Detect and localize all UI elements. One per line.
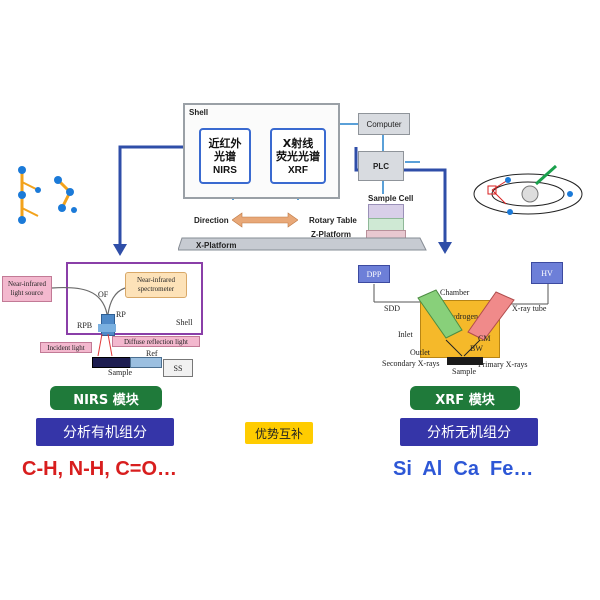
xrf-sample-label: Sample [452, 367, 476, 376]
sample-cell-label: Sample Cell [368, 194, 414, 203]
xrf-hv-label: HV [541, 268, 553, 278]
nirs-ref-label: Ref [146, 349, 158, 358]
nirs-shell-label: Shell [176, 318, 193, 327]
nirs-diffuse-box: Diffuse reflection light [112, 336, 200, 347]
complementary-label: 优势互补 [245, 422, 313, 444]
nirs-ref-plate [130, 357, 162, 368]
nirs-diffuse-label: Diffuse reflection light [123, 337, 189, 346]
shell-label: Shell [189, 108, 209, 117]
xrf-cables [373, 284, 549, 305]
xrf-module: X射线 荧光光谱 XRF [270, 128, 326, 184]
nirs-probe-base [98, 324, 116, 332]
xrf-sample-plate [447, 357, 483, 365]
xrf-secondary-label: Secondary X-rays [382, 359, 440, 368]
nirs-module: 近红外 光谱 NIRS [199, 128, 251, 184]
z-platform-label: Z-Platform [311, 230, 351, 239]
nirs-rp-label: RP [116, 310, 126, 319]
nirs-spectrometer-label: Near-infrared spectrometer [137, 276, 175, 293]
x-platform [178, 237, 427, 251]
nirs-incident-label: Incident light [47, 343, 85, 352]
nirs-rpb-label: RPB [77, 321, 93, 330]
atom-orbit-icon [473, 164, 583, 215]
nirs-light-source-box: Near-infrared light source [2, 276, 52, 302]
nirs-of-label: OF [98, 290, 109, 299]
xrf-outlet-label: Outlet [410, 348, 430, 357]
nirs-module-en: NIRS [213, 164, 237, 176]
nirs-light-source-label: Near-infrared light source [8, 280, 46, 297]
molecule-icon-left [18, 166, 77, 224]
xrf-cm-label: CM [478, 334, 491, 343]
xrf-xray-tube-label: X-ray tube [512, 304, 547, 313]
nirs-ss-box: SS [163, 359, 193, 377]
xrf-module-cn: X射线 荧光光谱 [276, 136, 320, 163]
organic-analysis-banner: 分析有机组分 [36, 418, 174, 446]
xrf-bw-label: BW [470, 344, 483, 353]
nirs-fibers [52, 286, 126, 315]
xrf-ray-paths [445, 339, 481, 357]
xrf-hv-box: HV [531, 262, 563, 284]
organic-bonds-text: C-H, N-H, C=O… [22, 458, 177, 480]
nirs-incident-box: Incident light [40, 342, 92, 353]
xrf-module-en: XRF [288, 164, 308, 176]
xrf-dpp-box: DPP [358, 265, 390, 283]
rotary-table-label: Rotary Table [309, 216, 357, 225]
nirs-ss-label: SS [173, 363, 183, 373]
plc-box: PLC [358, 151, 404, 181]
computer-box: Computer [358, 113, 410, 135]
xrf-inlet-label: Inlet [398, 330, 413, 339]
nirs-light-rays [97, 334, 113, 357]
xrf-sdd-label: SDD [384, 304, 401, 313]
nirs-module-cn: 近红外 光谱 [208, 136, 242, 163]
direction-arrow [232, 212, 298, 228]
inorganic-analysis-banner: 分析无机组分 [400, 418, 538, 446]
inorganic-elements-text: Si Al Ca Fe… [393, 458, 534, 480]
xrf-primary-label: Primary X-rays [478, 360, 528, 369]
xrf-chamber-label: Chamber [440, 288, 470, 297]
xrf-dpp-label: DPP [366, 269, 382, 279]
x-platform-label: X-Platform [196, 241, 237, 250]
nirs-spectrometer-box: Near-infrared spectrometer [125, 272, 187, 298]
nirs-sample-label: Sample [108, 368, 132, 377]
xrf-hydrogen-label: Hydrogen [446, 312, 478, 321]
nirs-detail-frame [66, 262, 203, 335]
xrf-badge: XRF 模块 [410, 386, 520, 410]
xrf-detectors [417, 289, 515, 341]
direction-label: Direction [194, 216, 229, 225]
nirs-badge: NIRS 模块 [50, 386, 162, 410]
